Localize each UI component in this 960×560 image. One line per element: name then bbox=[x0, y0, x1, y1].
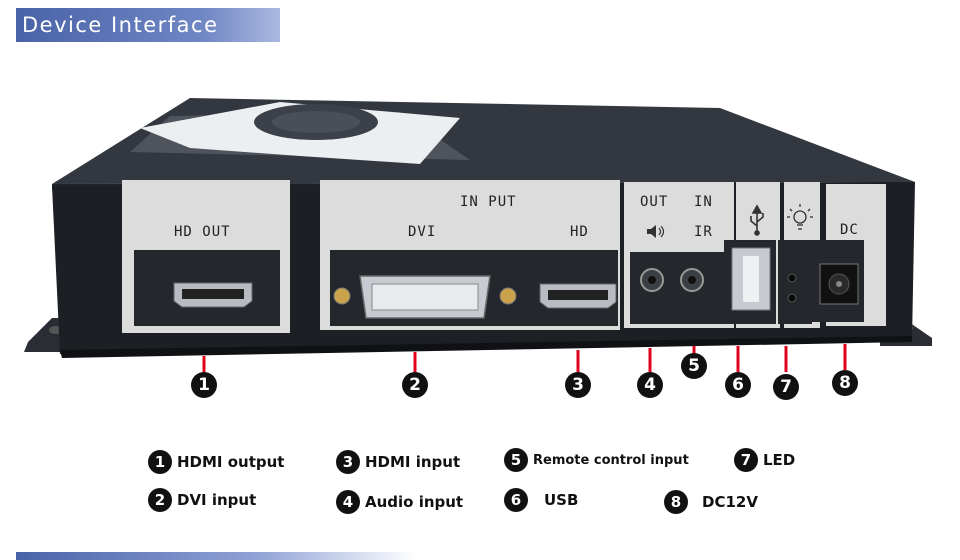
callout-2: 2 bbox=[402, 372, 428, 398]
legend-label: HDMI input bbox=[365, 453, 461, 471]
dvi-label: DVI bbox=[408, 224, 437, 240]
legend-item-dc12v: 8 DC12V bbox=[664, 490, 758, 514]
device-bottom-edge bbox=[60, 336, 912, 358]
callout-3: 3 bbox=[565, 372, 591, 398]
lightbulb-icon bbox=[787, 204, 813, 230]
legend-label: HDMI output bbox=[177, 453, 285, 471]
legend-label: Audio input bbox=[365, 493, 464, 511]
led-area bbox=[778, 240, 812, 324]
bottom-accent-bar bbox=[16, 552, 416, 560]
section-title: Device Interface bbox=[16, 8, 280, 42]
legend-item-audio-input: 4 Audio input bbox=[336, 490, 463, 514]
callout-1: 1 bbox=[191, 372, 217, 398]
legend-item-dvi-input: 2 DVI input bbox=[148, 488, 256, 512]
red-markers bbox=[202, 344, 847, 372]
legend-number: 5 bbox=[504, 448, 528, 472]
legend-item-led: 7 LED bbox=[734, 448, 795, 472]
legend-label: DC12V bbox=[702, 493, 758, 511]
callout-4: 4 bbox=[637, 372, 663, 398]
callout-7: 7 bbox=[773, 374, 799, 400]
fan-vent-inner bbox=[272, 111, 360, 133]
callout-5: 5 bbox=[681, 353, 707, 379]
legend-number: 2 bbox=[148, 488, 172, 512]
dvi-screw-left bbox=[333, 287, 351, 305]
legend-item-hdmi-output: 1 HDMI output bbox=[148, 450, 284, 474]
callout-8: 8 bbox=[832, 370, 858, 396]
dvi-screw-right bbox=[499, 287, 517, 305]
legend-label: DVI input bbox=[177, 491, 257, 509]
legend-item-usb: 6 USB bbox=[504, 488, 578, 512]
led-indicator-1 bbox=[787, 273, 797, 283]
legend-number: 3 bbox=[336, 450, 360, 474]
hd-out-label: HD OUT bbox=[174, 224, 231, 240]
out-label: OUT bbox=[640, 194, 669, 210]
legend-number: 6 bbox=[504, 488, 528, 512]
usb-icon bbox=[750, 204, 764, 236]
hd-label: HD bbox=[570, 224, 589, 240]
legend-number: 7 bbox=[734, 448, 758, 472]
input-label: IN PUT bbox=[460, 194, 517, 210]
dc-label: DC bbox=[840, 222, 859, 238]
legend-label: Remote control input bbox=[533, 452, 689, 468]
legend-number: 1 bbox=[148, 450, 172, 474]
legend-item-hdmi-input: 3 HDMI input bbox=[336, 450, 460, 474]
legend-item-remote-control-input: 5 Remote control input bbox=[504, 448, 689, 472]
callout-6: 6 bbox=[725, 372, 751, 398]
legend-number: 4 bbox=[336, 490, 360, 514]
ir-label: IR bbox=[694, 224, 713, 240]
in-label: IN bbox=[694, 194, 713, 210]
legend-number: 8 bbox=[664, 490, 688, 514]
led-indicator-2 bbox=[787, 293, 797, 303]
legend-label: USB bbox=[544, 491, 579, 509]
legend-label: LED bbox=[763, 451, 796, 469]
speaker-icon bbox=[647, 225, 656, 238]
